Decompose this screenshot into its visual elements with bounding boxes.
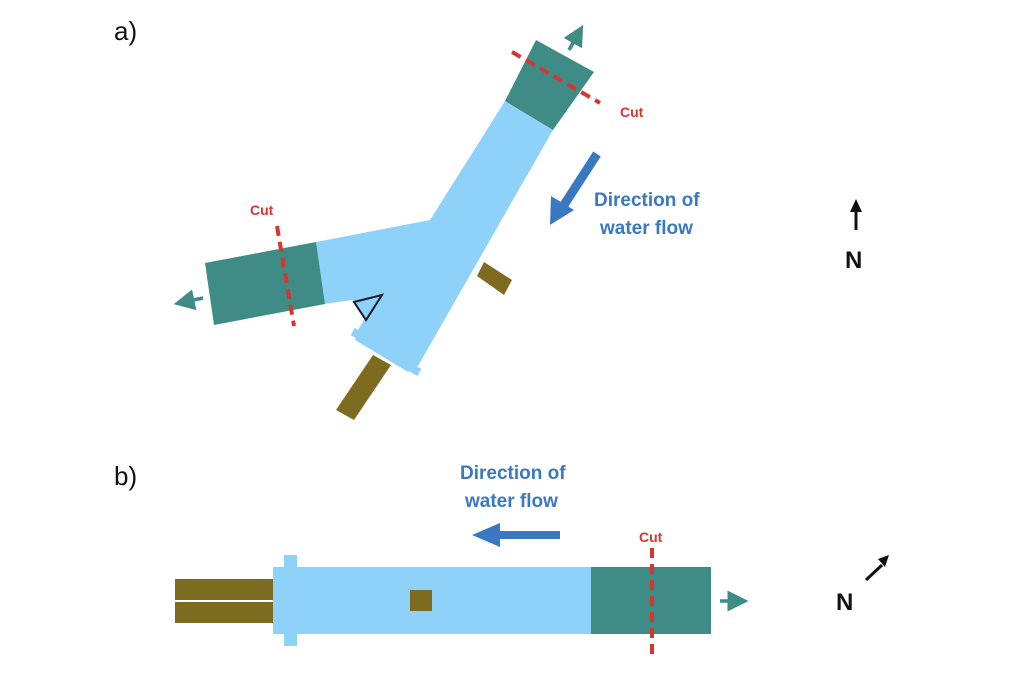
- channel-flange: [284, 555, 297, 646]
- sensor-triangle-marker: [352, 293, 385, 322]
- flow-label-b-line1: Direction of: [460, 463, 566, 484]
- flow-label-b-line2: water flow: [464, 491, 558, 512]
- flow-direction-arrow-b: [472, 523, 560, 547]
- cut-label-top: Cut: [620, 104, 644, 120]
- end-section-left: [205, 242, 325, 325]
- support-bar-upper: [175, 579, 275, 600]
- cut-label-b: Cut: [639, 529, 663, 545]
- north-label-a: N: [845, 247, 862, 274]
- channel-tab-left: [350, 328, 364, 340]
- north-label-b: N: [836, 589, 853, 616]
- north-arrow-icon-a: [850, 199, 862, 230]
- support-bar-lower: [175, 602, 275, 623]
- main-channel: [316, 101, 553, 372]
- cut-label-left: Cut: [250, 202, 274, 218]
- flow-label-a-line2: water flow: [599, 218, 693, 239]
- sensor-block: [410, 590, 432, 611]
- cut-line-left: [275, 225, 296, 327]
- channel-tab-right: [408, 364, 422, 376]
- straight-channel: [273, 567, 593, 634]
- panel-a-label: a): [114, 16, 137, 46]
- flow-direction-arrow-a: [550, 151, 601, 225]
- panel-b-label: b): [114, 461, 137, 491]
- cut-line-top: [510, 50, 602, 105]
- flow-label-a-line1: Direction of: [594, 190, 700, 211]
- support-bar-bottom: [336, 355, 391, 420]
- outflow-arrow-left: [173, 289, 204, 311]
- support-bar-right: [477, 262, 512, 295]
- north-arrow-icon-b: [864, 555, 889, 582]
- outflow-arrow-top: [563, 24, 584, 51]
